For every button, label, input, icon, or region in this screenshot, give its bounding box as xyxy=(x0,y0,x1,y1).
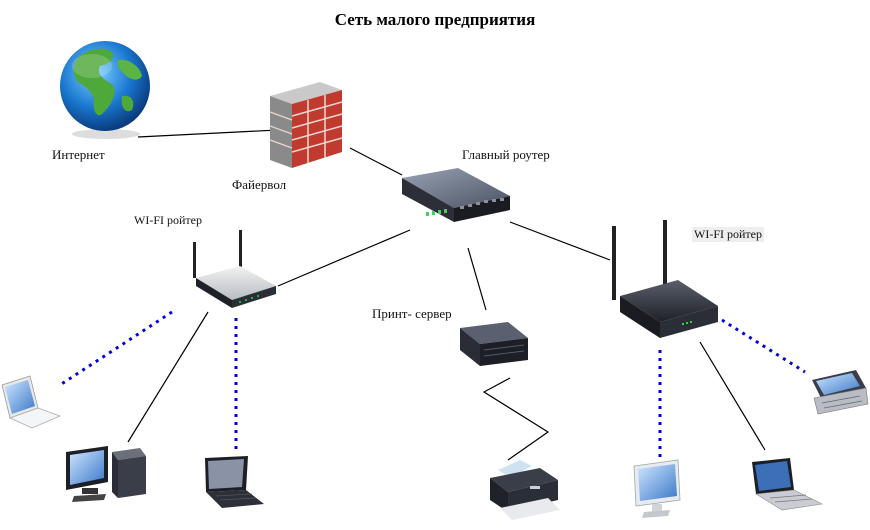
label-wifi-router-right: WI-FI ройтер xyxy=(692,227,764,242)
laptop-icon xyxy=(1,375,62,429)
server-icon xyxy=(460,322,528,366)
link-router-wifi-right xyxy=(509,221,611,261)
link-internet-firewall xyxy=(137,129,279,138)
label-wifi-router-left: WI-FI ройтер xyxy=(134,213,202,227)
laptop-icon xyxy=(205,456,264,508)
firewall-icon xyxy=(269,82,343,168)
label-print-server: Принт- сервер xyxy=(372,306,452,321)
globe-icon xyxy=(60,41,150,139)
wired-links xyxy=(127,129,766,461)
label-main-router: Главный роутер xyxy=(462,147,550,162)
wireless-wifi-right-handheld xyxy=(721,318,806,374)
desktop-computer-icon xyxy=(66,446,146,502)
printer-icon xyxy=(490,460,560,520)
handheld-device-icon xyxy=(812,370,869,415)
wireless-links xyxy=(59,310,806,460)
link-router-printserver xyxy=(467,247,487,311)
wireless-wifi-left-laptop xyxy=(59,310,173,387)
laptop-icon xyxy=(752,458,823,511)
diagram-title: Сеть малого предприятия xyxy=(334,10,536,29)
link-wifi-right-laptop xyxy=(699,341,766,451)
label-firewall: Файервол xyxy=(232,177,287,192)
monitor-icon xyxy=(633,459,681,518)
link-printserver-printer xyxy=(482,377,550,461)
link-router-wifi-left xyxy=(277,229,411,287)
link-wifi-left-desktop xyxy=(127,311,209,443)
wifi-router-icon xyxy=(193,230,276,308)
wifi-router-icon xyxy=(612,220,718,338)
link-firewall-router xyxy=(349,147,403,176)
label-internet: Интернет xyxy=(52,147,105,162)
router-switch-icon xyxy=(402,168,510,222)
